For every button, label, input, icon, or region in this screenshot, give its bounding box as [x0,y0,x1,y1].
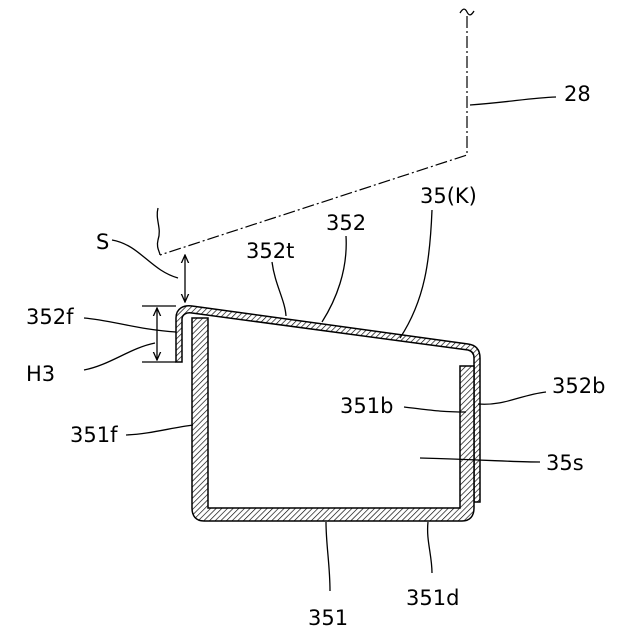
label-351f: 351f [70,423,118,447]
lid-352 [176,306,480,502]
label-351b: 351b [340,394,393,418]
label-h3: H3 [26,362,55,386]
container-351 [192,318,474,521]
label-35k: 35(K) [420,184,477,208]
label-352t: 352t [246,239,294,263]
label-351: 351 [308,606,348,630]
label-351d: 351d [406,586,459,610]
reference-labels: 28 35(K) 352 352t S 352f H3 351f 351b 35… [26,82,605,630]
label-28: 28 [564,82,591,106]
member-28-outline [157,9,474,255]
dimension-h3 [142,306,176,362]
label-s: S [96,230,109,254]
label-352b: 352b [552,374,605,398]
label-35s: 35s [546,451,584,475]
label-352f: 352f [26,305,74,329]
label-352: 352 [326,211,366,235]
